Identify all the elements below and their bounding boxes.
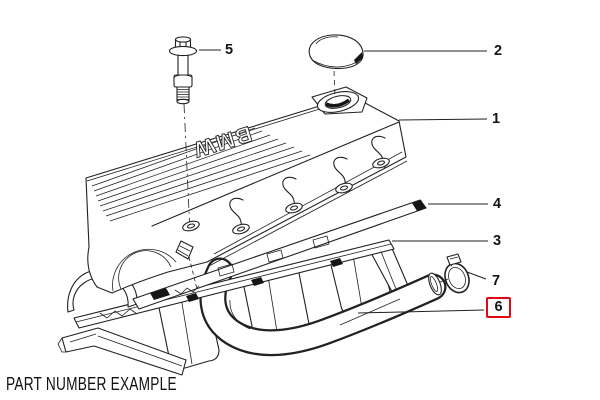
cylinder-head-rail [73,239,395,329]
leader-line-7 [466,271,487,280]
callout-5[interactable]: 5 [224,41,234,58]
callout-box-6[interactable]: 6 [486,297,511,318]
caption: PART NUMBER EXAMPLE [6,373,177,394]
callout-3[interactable]: 3 [492,232,502,249]
callout-4[interactable]: 4 [492,195,502,212]
callout-7[interactable]: 7 [491,272,501,289]
callout-6[interactable]: 6 [494,299,503,316]
leader-lines [199,49,488,314]
callout-2[interactable]: 2 [493,42,503,59]
leader-line-1 [398,118,488,121]
oil-filler-cap [308,34,364,97]
callout-1[interactable]: 1 [491,110,501,127]
vent-hose [199,257,447,357]
hose-clamp [439,253,470,294]
flange-bolt [168,36,198,223]
leader-line-6 [357,309,485,314]
